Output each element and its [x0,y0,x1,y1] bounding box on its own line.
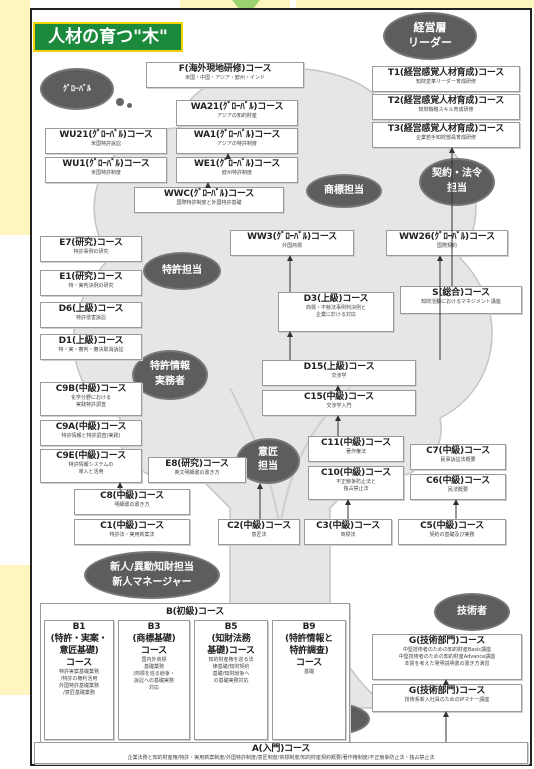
course-C7: C7(中級)コース民事訴訟法概要 [410,444,506,470]
course-C2: C2(中級)コース意匠法 [218,519,300,545]
course-S: S(総合)コース知財活動におけるマネジメント講座 [400,286,522,314]
course-E1: E1(研究)コース特・実判決例の研究 [40,270,142,296]
course-E8: E8(研究)コース英文明細書の書き方 [148,457,246,483]
course-C9A: C9A(中級)コース特許情報と特許調査(実践) [40,420,142,446]
course-T2: T2(経営感覚人材育成)コース知財戦略スキル育成研修 [372,94,520,120]
course-WA21: WA21(ｸﾞﾛｰﾊﾞﾙ)コースアジアの知的財産 [176,100,298,126]
course-C9B: C9B(中級)コース化学分野における実践特許調査 [40,382,142,416]
cloud-dot [116,98,124,106]
course-C11: C11(中級)コース著作権法 [308,436,404,462]
course-T1: T1(経営感覚人材育成)コース知財変革リーダー育成研修 [372,66,520,92]
course-WE1: WE1(ｸﾞﾛｰﾊﾞﾙ)コース欧州特許制度 [176,157,298,183]
course-C3: C3(中級)コース商標法 [304,519,392,545]
course-D6: D6(上級)コース特許侵害訴訟 [40,302,142,328]
side-panel-left-bottom [0,565,30,695]
cloud-contract: 契約・法令担当 [421,160,493,204]
course-WW26: WW26(ｸﾞﾛｰﾊﾞﾙ)コース国際契約 [386,230,508,256]
course-B3: B3 (商標基礎) コース 国内外商標 基礎業務 /商標を巡る紛争・ 訴訟への基… [118,620,190,740]
course-C1: C1(中級)コース特許法・実用新案法 [74,519,190,545]
course-WWC: WWC(ｸﾞﾛｰﾊﾞﾙ)コース国際特許制度と外国特許基礎 [134,187,284,213]
course-A: A(入門)コース 企業法務と知的財産権/特許・実用新案制度/外国特許制度/意匠制… [34,742,528,764]
side-panel-top-right [296,0,534,8]
course-B5: B5 (知財法務 基礎)コース 知的財産権を巡る法 律基礎/知財契約 基礎/知財… [194,620,268,740]
side-panel-left-top [0,0,30,235]
course-B1: B1 (特許・実案・ 意匠基礎) コース 特許実案基礎業務 /特許の権利活用 外… [44,620,114,740]
cloud-dot [127,103,132,108]
course-D3: D3(上級)コース商標・不競法事例判決例と企業に於ける対応 [278,292,394,332]
cloud-executive: 経営層リーダー [385,14,475,58]
course-C6: C6(中級)コース民法概要 [410,474,506,500]
cloud-engineer: 技術者 [436,595,508,629]
course-C8: C8(中級)コース明細書の書き方 [74,489,190,515]
course-B9: B9 (特許情報と 特許調査) コース 基礎 [272,620,346,740]
course-WW3: WW3(ｸﾞﾛｰﾊﾞﾙ)コース外国商標 [230,230,354,256]
cloud-patent-info: 特許情報実務者 [134,352,206,398]
course-C9E: C9E(中級)コース特許情報システムの導入と活用 [40,449,142,483]
cloud-design: 意匠担当 [238,440,298,482]
course-WU21: WU21(ｸﾞﾛｰﾊﾞﾙ)コース米国特許訴訟 [45,128,167,154]
cloud-global: ｸﾞﾛｰﾊﾞﾙ [42,70,112,108]
course-D15: D15(上級)コース交渉学 [262,360,416,386]
course-C10: C10(中級)コース不正競争防止法と独占禁止法 [308,466,404,500]
course-E7: E7(研究)コース特許事例の研究 [40,236,142,262]
cloud-newcomer-manager: 新人/異動知財担当新人マネージャー [86,553,218,597]
course-C5: C5(中級)コース契約の基礎及び実務 [398,519,506,545]
page-title: 人材の育つ"木" [33,22,183,52]
course-G1: G(技術部門)コース 中堅技術者のための知的財産Basic講座 中堅技術者のため… [372,634,522,680]
course-WA1: WA1(ｸﾞﾛｰﾊﾞﾙ)コースアジアの特許制度 [176,128,298,154]
course-T3: T3(経営感覚人材育成)コース企業若手知財部員育成研修 [372,122,520,148]
course-D1: D1(上級)コース特・実・審判・審決取消訴訟 [40,334,142,360]
cloud-trademark: 商標担当 [308,176,380,206]
course-WU1: WU1(ｸﾞﾛｰﾊﾞﾙ)コース米国特許制度 [45,157,167,183]
course-F: F(海外現地研修)コース米国・中国・アジア・欧州・インド [146,62,304,88]
cloud-patent: 特許担当 [145,254,219,288]
